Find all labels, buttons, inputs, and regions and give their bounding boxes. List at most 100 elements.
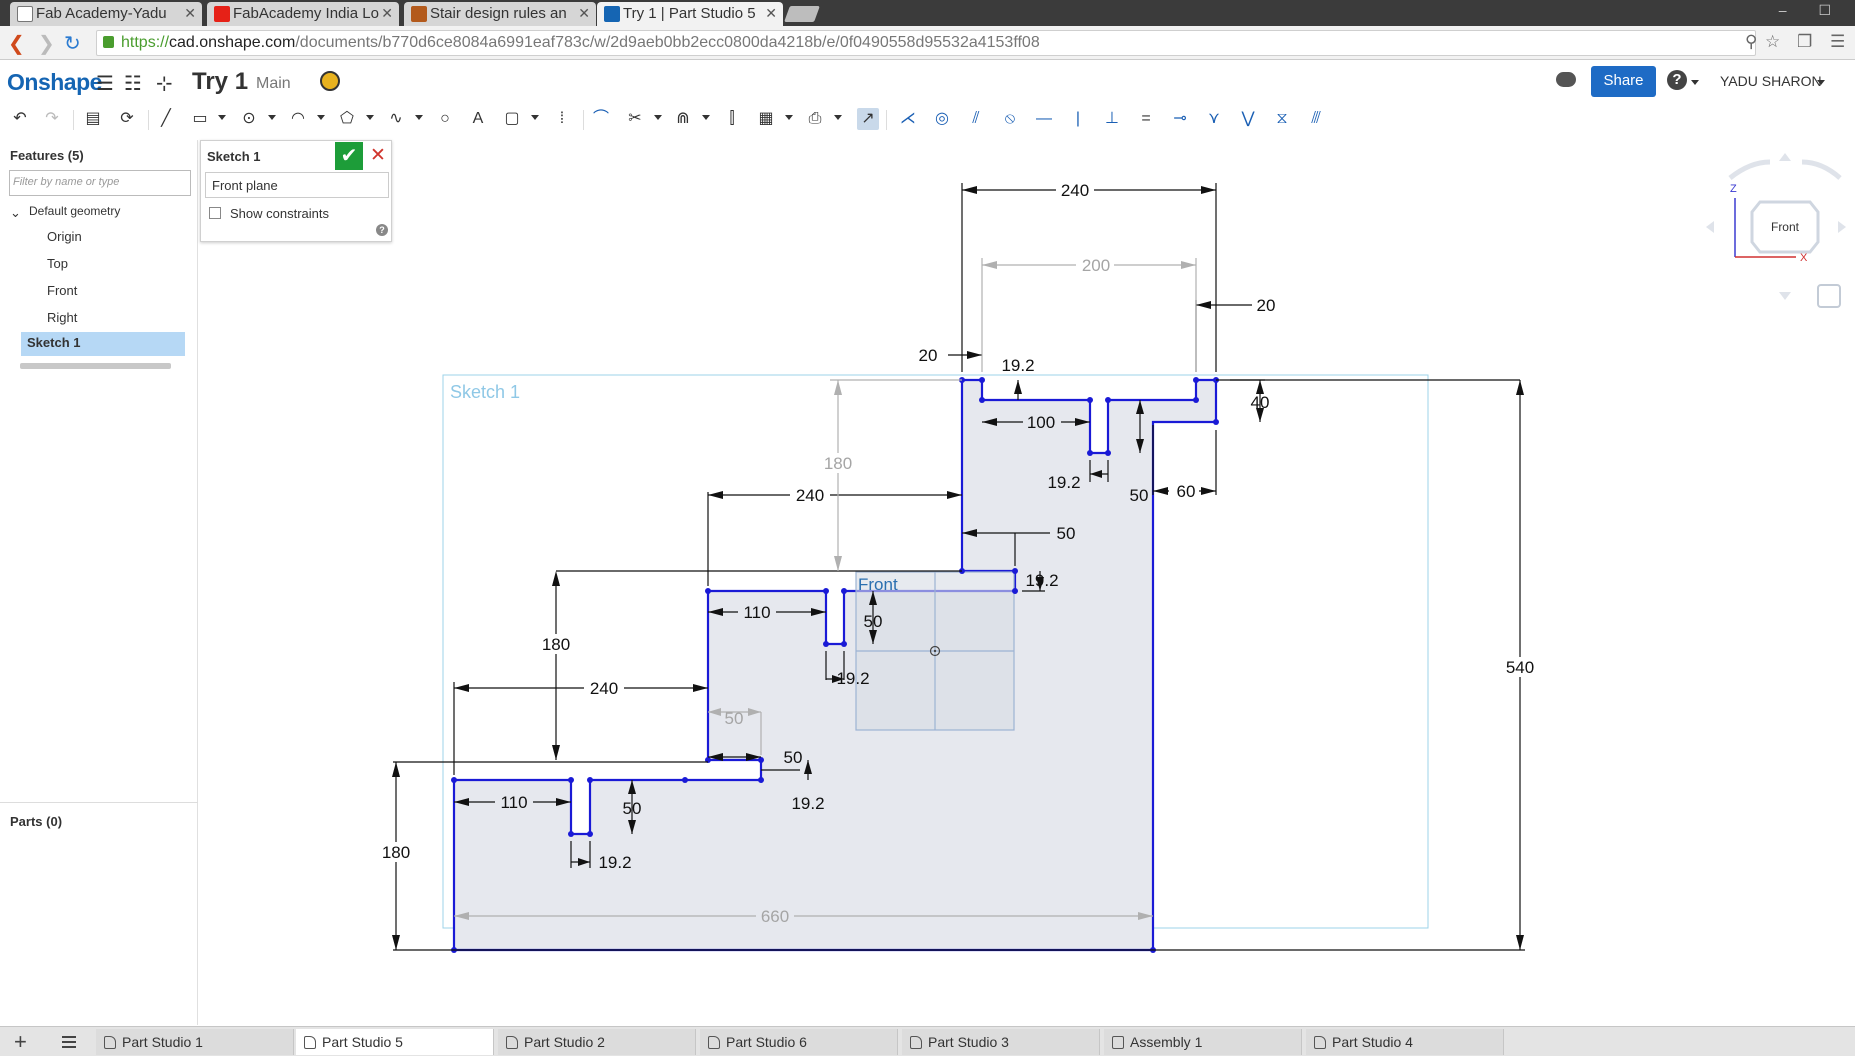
dim-top-right-offset[interactable]: 20 [1257,296,1276,315]
insert-icon[interactable]: ⊹ [156,73,173,95]
tangent-icon[interactable]: ⦸ [1004,110,1016,127]
undo-icon[interactable]: ↶ [13,110,27,127]
help-icon[interactable]: ? [376,224,388,236]
use-icon[interactable]: ⟳ [120,110,134,127]
reload-icon[interactable]: ↻ [64,33,81,55]
arrow-up-icon[interactable] [1779,153,1791,161]
arrow-right-icon[interactable] [1838,221,1846,233]
show-constraints-checkbox[interactable] [209,207,221,219]
close-icon[interactable]: ✕ [381,5,393,21]
concentric-icon[interactable]: ◎ [935,110,949,127]
branch-label[interactable]: Main [256,75,291,92]
url-input[interactable]: https://cad.onshape.com/documents/b770d6… [96,30,1756,56]
dim-notch-5[interactable]: 19.2 [598,853,631,872]
back-icon[interactable]: ❮ [8,33,25,55]
fix-icon[interactable]: ⫻ [1311,110,1321,127]
chevron-down-icon[interactable] [366,115,374,120]
chevron-down-icon[interactable] [1691,80,1699,85]
offset-icon[interactable]: ⋒ [676,110,690,127]
midpoint-line-icon[interactable]: ⁞ [559,110,565,127]
tab-part-studio-4[interactable]: Part Studio 4 [1306,1029,1504,1055]
tab-part-studio-6[interactable]: Part Studio 6 [700,1029,898,1055]
point-icon[interactable]: ○ [440,110,450,127]
graphics-viewport[interactable]: Sketch 1 Front [199,136,1855,1026]
sketch-vertices[interactable] [451,377,1219,953]
element-list-icon[interactable] [62,1036,76,1048]
dim-step-4-offset-gray[interactable]: 50 [725,709,744,728]
spline-icon[interactable]: ∿ [389,110,403,127]
comments-icon[interactable] [1556,72,1576,87]
feature-item-top[interactable]: Top [47,256,68,271]
browser-tab-fab-academy[interactable]: Fab Academy-Yadu ✕ [10,2,202,26]
dim-bottom-height[interactable]: 180 [382,843,410,862]
view-cube[interactable]: Z X Front [1700,150,1850,310]
dim-top-inner-width[interactable]: 200 [1082,256,1110,275]
dim-riser-5[interactable]: 50 [623,799,642,818]
parts-title[interactable]: Parts (0) [10,814,63,829]
document-title[interactable]: Try 1 [192,68,249,95]
dimension-labels[interactable]: 240 200 20 20 19.2 40 100 19.2 50 60 180… [377,180,1540,926]
close-icon[interactable]: ✕ [184,5,196,21]
feature-item-sketch-1[interactable]: Sketch 1 [21,332,185,356]
dim-riser-3[interactable]: 50 [864,612,883,631]
key-icon[interactable]: ⚲ [1745,32,1758,51]
chevron-down-icon[interactable] [317,115,325,120]
dim-step-4-width[interactable]: 240 [590,679,618,698]
chevron-down-icon[interactable] [702,115,710,120]
dim-tread-5[interactable]: 110 [500,793,527,812]
dim-step-2-width[interactable]: 240 [796,486,824,505]
rotate-arrow-icon[interactable] [1801,159,1842,180]
dim-step-1-depth[interactable]: 60 [1177,482,1196,501]
polygon-icon[interactable]: ⬠ [340,110,354,127]
onshape-logo[interactable]: Onshape [7,69,102,95]
feature-item-origin[interactable]: Origin [47,229,82,244]
hamburger-menu-icon[interactable]: ☰ [96,73,114,95]
dim-step-4-offset[interactable]: 50 [784,748,803,767]
chevron-down-icon[interactable] [654,115,662,120]
tab-part-studio-2[interactable]: Part Studio 2 [498,1029,696,1055]
browser-tab-stair-design[interactable]: Stair design rules an ✕ [404,2,596,26]
arrow-down-icon[interactable] [1779,292,1791,300]
arc-icon[interactable]: ◠ [291,110,305,127]
add-element-icon[interactable]: + [14,1029,27,1054]
dim-tread-1[interactable]: 100 [1027,413,1055,432]
dim-notch-3[interactable]: 19.2 [836,669,869,688]
front-plane[interactable] [855,571,1015,731]
dim-top-left-offset[interactable]: 20 [919,346,938,365]
construction-icon[interactable]: ▢ [504,110,520,127]
accept-button[interactable]: ✔ [335,142,363,170]
sketch-icon[interactable]: ▤ [85,110,101,127]
dim-middle-height[interactable]: 180 [824,454,852,473]
browser-tab-onshape[interactable]: Try 1 | Part Studio 5 ✕ [597,2,783,26]
chevron-down-icon[interactable] [531,115,539,120]
dimension-icon[interactable]: ↗ [857,108,879,130]
dim-riser-1[interactable]: 50 [1130,486,1149,505]
browser-tab-fabacademy-india[interactable]: FabAcademy India Lo ✕ [207,2,399,26]
close-icon[interactable]: ✕ [765,5,777,21]
vertical-icon[interactable]: | [1075,110,1081,127]
view-options-icon[interactable] [1817,284,1841,308]
dim-notch-width-1[interactable]: 19.2 [1047,473,1080,492]
bookmark-star-icon[interactable]: ☆ [1765,32,1781,51]
parallel-icon[interactable]: ⫽ [972,110,980,127]
feature-list-scrollbar[interactable] [20,363,171,369]
dim-step-3-height[interactable]: 180 [542,635,570,654]
default-geometry-group[interactable]: Default geometry [29,204,121,218]
dim-top-notch-depth[interactable]: 19.2 [1001,356,1034,375]
origin-point[interactable] [929,645,941,657]
dim-step-4-notch[interactable]: 19.2 [791,794,824,813]
view-cube-face[interactable] [1750,200,1820,254]
fillet-icon[interactable]: ⌒ [592,110,609,127]
perpendicular-icon[interactable]: ⊥ [1105,110,1119,127]
dim-step-2-notch[interactable]: 19.2 [1025,571,1058,590]
dim-right-step-height[interactable]: 40 [1251,393,1270,412]
symmetric-icon[interactable]: ⧖ [1276,110,1288,127]
forward-icon[interactable]: ❯ [38,33,55,55]
chevron-down-icon[interactable] [834,115,842,120]
new-tab-button[interactable] [784,6,820,22]
chevron-down-icon[interactable] [268,115,276,120]
close-icon[interactable]: ✕ [578,5,590,21]
coincident-icon[interactable]: ⋌ [900,110,916,127]
sketch-plane-field[interactable]: Front plane [205,172,389,198]
rotate-arrow-icon[interactable] [1728,159,1771,180]
